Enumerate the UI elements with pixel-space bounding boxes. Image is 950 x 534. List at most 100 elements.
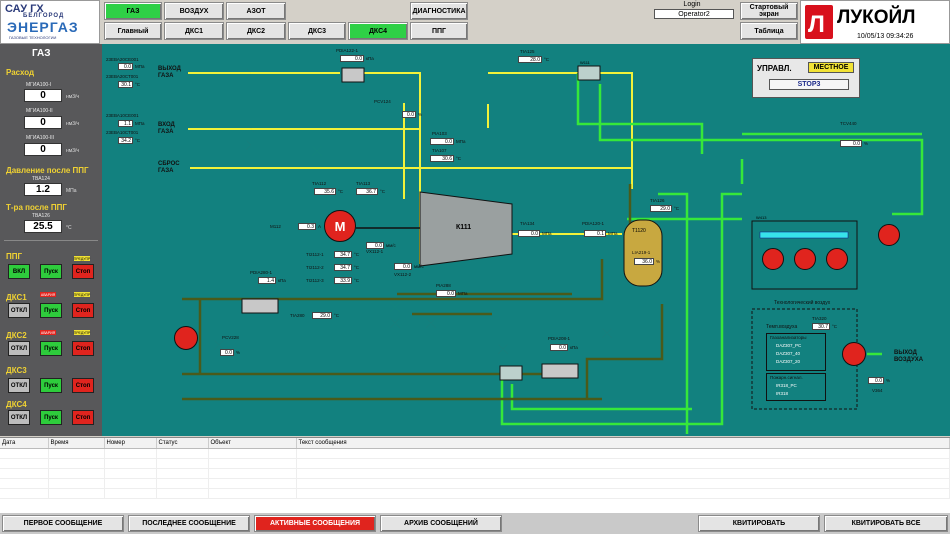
- tab-air[interactable]: ВОЗДУХ: [164, 2, 224, 20]
- valve-mv247b-icon[interactable]: [390, 318, 400, 328]
- cooler-fan-2[interactable]: [794, 248, 816, 270]
- unit-ppg-name: ППГ: [6, 252, 23, 261]
- tag-ti2112-3: TI2112-3: [306, 278, 324, 283]
- unit-dks2-start-button[interactable]: Пуск: [40, 341, 62, 356]
- valve-mv135-icon[interactable]: [312, 146, 322, 156]
- valve-pcv124-icon[interactable]: [398, 99, 408, 109]
- unit-dks1-state-button[interactable]: ОТКЛ: [8, 303, 30, 318]
- unit-dks1-start-button[interactable]: Пуск: [40, 303, 62, 318]
- tag-tia125: TIA125: [520, 49, 535, 54]
- tab-dks4[interactable]: ДКС4: [348, 22, 408, 40]
- login-label: Login: [683, 1, 701, 8]
- tag-vx112-1: VX112-1: [366, 249, 384, 254]
- unit-tia125: °С: [544, 57, 550, 62]
- login-user[interactable]: Operator2: [654, 9, 734, 19]
- col-time[interactable]: Время: [48, 438, 105, 449]
- unit-ppg-state-button[interactable]: ВКЛ: [8, 264, 30, 279]
- col-text[interactable]: Текст сообщения: [296, 438, 950, 449]
- last-message-button[interactable]: ПОСЛЕДНЕЕ СООБЩЕНИЕ: [128, 515, 250, 532]
- start-screen-button[interactable]: Стартовый экран: [740, 2, 798, 20]
- unit-dks3-start-button[interactable]: Пуск: [40, 378, 62, 393]
- value-tia125: 28.0: [518, 56, 542, 63]
- temp-unit: °С: [66, 225, 72, 231]
- tag-tia134: TIA134: [520, 221, 535, 226]
- table-row[interactable]: [0, 488, 950, 499]
- value-tia107: 30.6: [430, 155, 454, 162]
- valve-tcv440-icon[interactable]: [842, 129, 852, 139]
- gas-exit-label: ВЫХОД ГАЗА: [158, 66, 181, 79]
- valve-mv337-icon[interactable]: [602, 328, 612, 338]
- cooler-fan-1[interactable]: [762, 248, 784, 270]
- col-object[interactable]: Объект: [208, 438, 297, 449]
- valve-mv247-icon[interactable]: [390, 302, 400, 312]
- tab-nitrogen[interactable]: АЗОТ: [226, 2, 286, 20]
- fire-2[interactable]: IR318: [776, 391, 789, 396]
- table-row[interactable]: [0, 468, 950, 479]
- active-messages-button[interactable]: АКТИВНЫЕ СООБЩЕНИЯ: [254, 515, 376, 532]
- unit-dks4-stop-button[interactable]: Стоп: [72, 410, 94, 425]
- unit-dks1-name: ДКС1: [6, 293, 27, 302]
- archive-messages-button[interactable]: АРХИВ СООБЩЕНИЙ: [380, 515, 502, 532]
- table-row[interactable]: [0, 448, 950, 459]
- acknowledge-all-button[interactable]: КВИТИРОВАТЬ ВСЕ: [824, 515, 948, 532]
- first-message-button[interactable]: ПЕРВОЕ СООБЩЕНИЕ: [2, 515, 124, 532]
- cooler-fan-3[interactable]: [826, 248, 848, 270]
- value-20ce001: 0.0: [118, 63, 133, 70]
- valve-mv238-icon[interactable]: [426, 318, 436, 328]
- fire-1[interactable]: IR318_PC: [776, 383, 797, 388]
- tag-tia320: TIA320: [812, 316, 827, 321]
- separator-vessel: [623, 219, 663, 287]
- col-status[interactable]: Статус: [156, 438, 209, 449]
- valve-pcv228-icon[interactable]: [214, 340, 224, 350]
- tab-gas[interactable]: ГАЗ: [104, 2, 162, 20]
- tab-ppg[interactable]: ППГ: [410, 22, 468, 40]
- unit-vx112-1: мм/с: [386, 243, 396, 248]
- tag-pia103: PIA103: [432, 131, 447, 136]
- motor-label: M: [334, 218, 346, 234]
- valve-mv138-icon[interactable]: [416, 99, 426, 109]
- col-number[interactable]: Номер: [104, 438, 157, 449]
- tab-dks3[interactable]: ДКС3: [288, 22, 346, 40]
- unit-ppg-stop-button[interactable]: Стоп: [72, 264, 94, 279]
- unit-dks3-name: ДКС3: [6, 366, 27, 375]
- analyzer-3[interactable]: DAZ307_20: [776, 359, 801, 364]
- unit-dks3-stop-button[interactable]: Стоп: [72, 378, 94, 393]
- flow2-value: 0: [24, 116, 62, 129]
- flow3-value: 0: [24, 143, 62, 156]
- air-pump[interactable]: [878, 224, 900, 246]
- unit-ppg-start-button[interactable]: Пуск: [40, 264, 62, 279]
- unit-dks2-state-button[interactable]: ОТКЛ: [8, 341, 30, 356]
- table-row[interactable]: [0, 478, 950, 489]
- tag-tia280: TIA280: [290, 313, 305, 318]
- pipeline-drawing: [182, 65, 924, 434]
- valve-mv237-icon[interactable]: [498, 344, 508, 354]
- unit-dks4-state-button[interactable]: ОТКЛ: [8, 410, 30, 425]
- mode-value[interactable]: МЕСТНОЕ: [808, 62, 854, 73]
- tab-dks1[interactable]: ДКС1: [164, 22, 224, 40]
- unit-dks1-stop-button[interactable]: Стоп: [72, 303, 94, 318]
- table-button[interactable]: Таблица: [740, 22, 798, 40]
- value-tia112: 35.6: [314, 188, 336, 195]
- oil-pump[interactable]: [174, 326, 198, 350]
- valve-mv136-icon[interactable]: [246, 68, 256, 78]
- diagnostics-button[interactable]: ДИАГНОСТИКА: [410, 2, 468, 20]
- unit-lia219: %: [656, 259, 661, 264]
- table-row[interactable]: [0, 458, 950, 469]
- clock: 10/05/13 09:34:26: [857, 33, 914, 40]
- col-date[interactable]: Дата: [0, 438, 49, 449]
- unit-pcv228: %: [236, 350, 241, 355]
- message-grid[interactable]: Дата Время Номер Статус Объект Текст соо…: [0, 437, 950, 513]
- unit-dks2-stop-button[interactable]: Стоп: [72, 341, 94, 356]
- unit-dks4-start-button[interactable]: Пуск: [40, 410, 62, 425]
- valve-mv169-icon[interactable]: [246, 140, 256, 150]
- analyzer-2[interactable]: DAZ307_40: [776, 351, 801, 356]
- filter-boxes: [241, 65, 601, 381]
- tab-main[interactable]: Главный: [104, 22, 162, 40]
- valve-mv137-icon[interactable]: [246, 124, 256, 134]
- tab-dks2[interactable]: ДКС2: [226, 22, 286, 40]
- analyzer-1[interactable]: DAZ307_PC: [776, 343, 802, 348]
- tag-m112: M112: [270, 224, 281, 229]
- vent-pump[interactable]: [842, 342, 866, 366]
- unit-dks3-state-button[interactable]: ОТКЛ: [8, 378, 30, 393]
- acknowledge-button[interactable]: КВИТИРОВАТЬ: [698, 515, 820, 532]
